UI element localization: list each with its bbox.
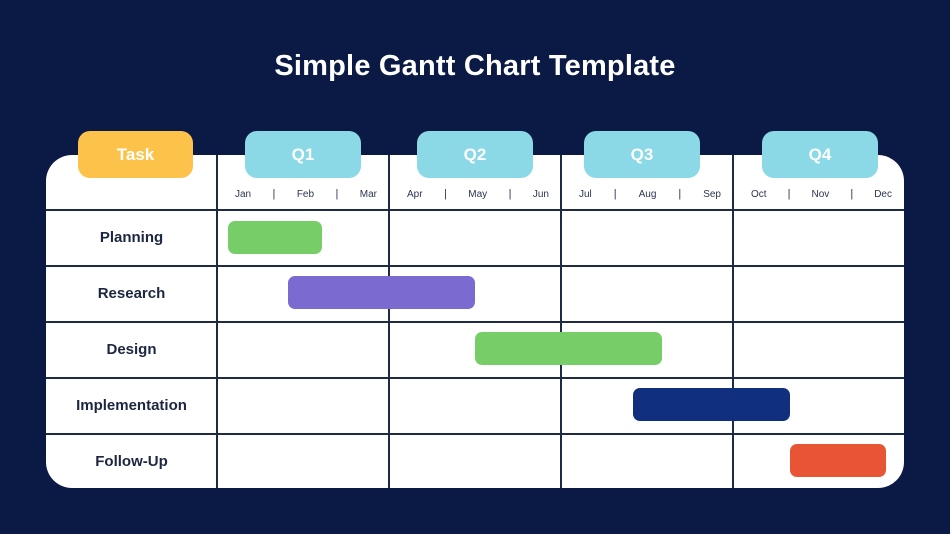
month-separator: | <box>335 188 339 200</box>
gantt-bar-planning <box>228 221 322 254</box>
page-title: Simple Gantt Chart Template <box>274 50 676 82</box>
months-q3: Jul | Aug | Sep <box>561 187 733 201</box>
gantt-bar-implementation <box>633 388 790 421</box>
grid-hline <box>46 265 904 267</box>
task-label-planning: Planning <box>99 229 164 246</box>
quarter-pill-q1: Q1 <box>245 131 361 178</box>
month-separator: | <box>678 188 682 200</box>
month-label: Nov <box>811 188 830 200</box>
task-label-design: Design <box>106 341 157 358</box>
month-separator: | <box>787 188 791 200</box>
month-separator: | <box>613 188 617 200</box>
month-separator: | <box>508 188 512 200</box>
month-label: Apr <box>407 188 423 200</box>
quarter-pill-q2: Q2 <box>417 131 533 178</box>
gantt-card <box>46 155 904 488</box>
month-separator: | <box>272 188 276 200</box>
quarter-pill-q3: Q3 <box>584 131 700 178</box>
task-label-implementation: Implementation <box>76 397 187 414</box>
gantt-bar-research <box>288 276 475 309</box>
month-label: May <box>468 188 488 200</box>
month-label: Feb <box>296 188 315 200</box>
months-q2: Apr | May | Jun <box>389 187 561 201</box>
task-label-research: Research <box>97 285 166 302</box>
quarter-pill-q4: Q4 <box>762 131 878 178</box>
grid-hline <box>46 209 904 211</box>
month-label: Jun <box>532 188 549 200</box>
month-label: Oct <box>751 188 767 200</box>
gantt-bar-follow-up <box>790 444 886 477</box>
month-separator: | <box>850 188 854 200</box>
month-label: Jan <box>235 188 252 200</box>
months-q1: Jan | Feb | Mar <box>217 187 389 201</box>
month-label: Jul <box>579 188 592 200</box>
month-label: Dec <box>874 188 892 200</box>
grid-hline <box>46 321 904 323</box>
task-header-pill: Task <box>78 131 193 178</box>
month-label: Aug <box>638 188 657 200</box>
month-separator: | <box>443 188 447 200</box>
months-q4: Oct | Nov | Dec <box>733 187 904 201</box>
month-label: Sep <box>703 188 721 200</box>
month-label: Mar <box>359 188 377 200</box>
grid-hline <box>46 433 904 435</box>
grid-hline <box>46 377 904 379</box>
task-label-follow-up: Follow-Up <box>95 453 168 470</box>
gantt-bar-design <box>475 332 662 365</box>
